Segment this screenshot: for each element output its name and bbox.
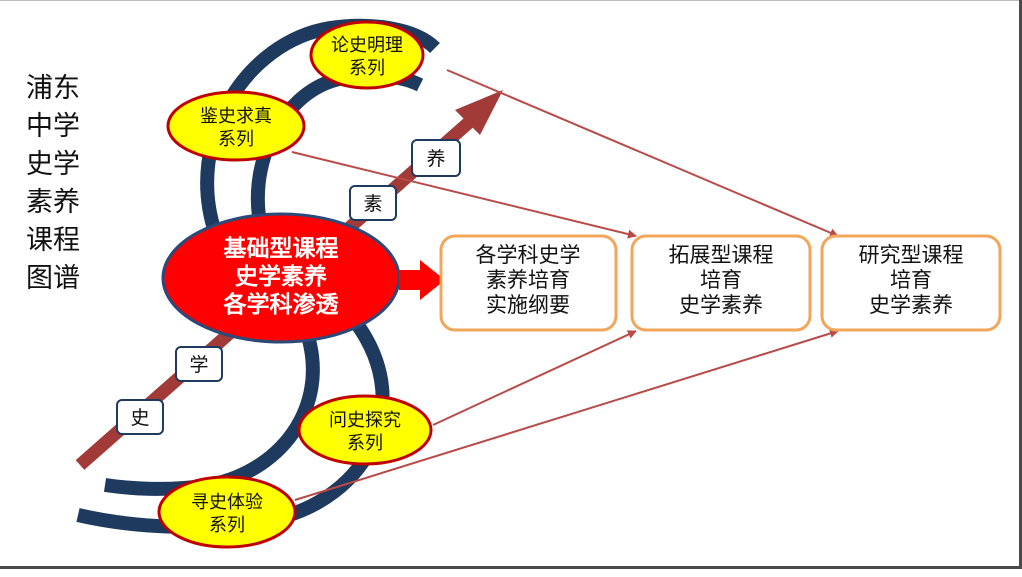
box-line: 素养培育 <box>486 268 570 292</box>
core-line: 基础型课程 <box>224 236 339 262</box>
box-line: 史学素养 <box>679 293 763 317</box>
core-to-box-arrow <box>399 260 445 300</box>
connector-wenshi-to-tuozhan <box>432 330 637 426</box>
box-line: 拓展型课程 <box>669 243 774 267</box>
series-line: 寻史体验 <box>191 492 263 513</box>
arrow-label-text: 养 <box>426 148 445 170</box>
series-line: 系列 <box>349 58 385 79</box>
box-line: 研究型课程 <box>859 243 964 267</box>
title-line: 中学 <box>26 111 80 142</box>
connector-jianshi-to-tuozhan <box>291 151 637 239</box>
arrow-label-text: 素 <box>363 193 382 215</box>
growth-arrow-head <box>455 90 503 135</box>
box-line: 培育 <box>700 268 742 292</box>
connector-lunshi-to-yanjiu <box>446 69 839 237</box>
series-wenshi: 问史探究 系列 <box>297 394 433 466</box>
arrow-label-su: 素 <box>349 185 397 221</box>
arrow-label-yang: 养 <box>411 139 461 177</box>
right-border <box>1019 0 1022 566</box>
series-line: 鉴史求真 <box>200 106 272 127</box>
box-tuozhan: 拓展型课程 培育 史学素养 <box>630 234 812 332</box>
series-line: 系列 <box>209 515 245 536</box>
bottom-border <box>0 566 1022 569</box>
series-line: 系列 <box>218 129 254 150</box>
box-line: 各学科史学 <box>476 243 581 267</box>
series-xunshi: 寻史体验 系列 <box>157 475 297 549</box>
title-line: 史学 <box>26 149 80 180</box>
box-line: 培育 <box>890 268 932 292</box>
top-border <box>0 0 1022 1</box>
series-line: 论史明理 <box>331 35 403 56</box>
series-lunshi: 论史明理 系列 <box>309 20 425 90</box>
box-yanjiu: 研究型课程 培育 史学素养 <box>820 234 1002 332</box>
arrow-label-xue: 学 <box>175 346 223 382</box>
title-line: 素养 <box>26 187 80 218</box>
box-gexueke: 各学科史学 素养培育 实施纲要 <box>439 234 618 332</box>
core-line: 各学科渗透 <box>223 291 340 318</box>
series-line: 系列 <box>347 433 383 454</box>
title-line: 图谱 <box>26 263 80 294</box>
box-line: 史学素养 <box>869 293 953 317</box>
title-line: 课程 <box>26 225 80 256</box>
box-line: 实施纲要 <box>486 293 570 317</box>
title-line: 浦东 <box>26 73 80 104</box>
arrow-label-text: 史 <box>130 407 149 429</box>
connector-xunshi-to-yanjiu <box>294 329 839 501</box>
arrow-label-shi: 史 <box>116 399 164 435</box>
core-line: 史学素养 <box>235 263 327 290</box>
arrow-label-text: 学 <box>189 354 208 376</box>
series-jianshi: 鉴史求真 系列 <box>166 90 306 162</box>
series-line: 问史探究 <box>329 410 401 431</box>
